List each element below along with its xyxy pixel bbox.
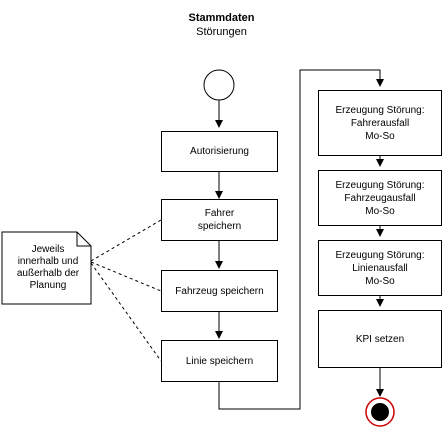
activity-stoerung-fahrzeugausfall: Erzeugung Störung: Fahrzeugausfall Mo-So <box>318 170 442 226</box>
note-link-fahrer <box>90 219 162 262</box>
note-fold <box>76 232 91 247</box>
activity-fahrer-speichern: Fahrer speichern <box>161 199 278 241</box>
activity-fahrzeug-speichern: Fahrzeug speichern <box>161 270 278 312</box>
end-node-dot <box>371 403 389 421</box>
activity-stoerung-linienausfall: Erzeugung Störung: Linienausfall Mo-So <box>318 240 442 296</box>
note-text: Jeweils innerhalb und außerhalb der Plan… <box>16 244 80 291</box>
activity-linie-speichern: Linie speichern <box>161 340 278 382</box>
note-link-fahrzeug <box>90 261 162 292</box>
diagram-subtitle: Störungen <box>196 26 247 38</box>
activity-stoerung-fahrerausfall: Erzeugung Störung: Fahrerausfall Mo-So <box>318 90 442 156</box>
edge-linie-to-right-column <box>218 69 384 410</box>
activity-autorisierung: Autorisierung <box>161 131 278 172</box>
start-node <box>203 69 235 101</box>
note-link-linie <box>90 262 162 362</box>
note-shape <box>1 231 92 305</box>
diagram-title: Stammdaten <box>188 12 255 24</box>
activity-kpi-setzen: KPI setzen <box>318 310 442 368</box>
